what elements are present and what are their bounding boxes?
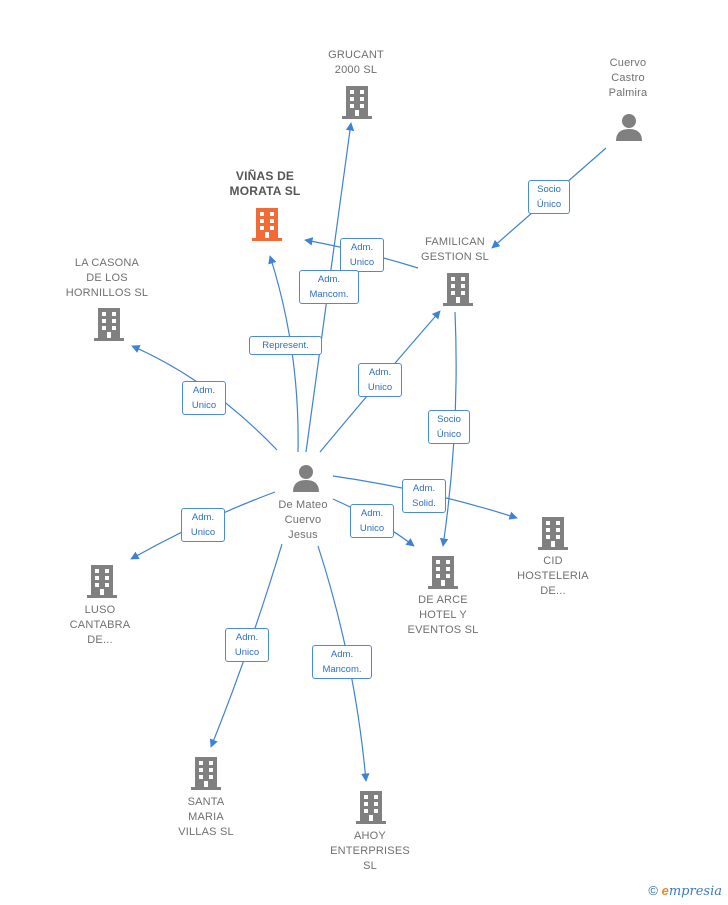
ahoy-label[interactable]: AHOY ENTERPRISES SL xyxy=(330,830,410,872)
empresia-brand[interactable]: © empresia xyxy=(648,883,722,899)
luso-label[interactable]: LUSO CANTABRA DE... xyxy=(69,604,131,646)
edge-label-adm-unico-casona: Adm. Unico xyxy=(182,381,226,415)
cid-building-icon[interactable] xyxy=(537,516,569,555)
de-arce-building-icon[interactable] xyxy=(427,555,459,594)
empresia-logo-e: e xyxy=(661,883,669,898)
copyright-symbol: © xyxy=(648,883,658,898)
empresia-logo-text: mpresia xyxy=(668,884,722,899)
edge-label-represent: Represent. xyxy=(249,336,322,355)
casona-label[interactable]: LA CASONA DE LOS HORNILLOS SL xyxy=(65,257,149,299)
grucant-label[interactable]: GRUCANT 2000 SL xyxy=(328,49,384,76)
cuervo-castro-person-icon[interactable] xyxy=(614,112,644,147)
edge-label-adm-unico-familican-vinas: Adm. Unico xyxy=(340,238,384,272)
de-mateo-person-icon[interactable] xyxy=(291,463,321,498)
de-mateo-label[interactable]: De Mateo Cuervo Jesus xyxy=(278,499,328,541)
edge-label-socio-unico-cuervo: Socio Único xyxy=(528,180,570,214)
edge-label-adm-mancom-ahoy: Adm. Mancom. xyxy=(312,645,372,679)
cid-label[interactable]: CID HOSTELERIA DE... xyxy=(517,555,589,597)
de-arce-label[interactable]: DE ARCE HOTEL Y EVENTOS SL xyxy=(407,594,479,636)
edge-label-adm-unico-santa: Adm. Unico xyxy=(225,628,269,662)
edge-label-adm-unico-dearce: Adm. Unico xyxy=(350,504,394,538)
edge-label-adm-unico-familican: Adm. Unico xyxy=(358,363,402,397)
edge-label-adm-mancom-grucant: Adm. Mancom. xyxy=(299,270,359,304)
grucant-building-icon[interactable] xyxy=(341,85,373,124)
vinas-building-icon[interactable] xyxy=(251,207,283,246)
vinas-label[interactable]: VIÑAS DE MORATA SL xyxy=(229,169,301,198)
edge-label-adm-solid: Adm. Solid. xyxy=(402,479,446,513)
cuervo-castro-label[interactable]: Cuervo Castro Palmira xyxy=(608,57,648,99)
familican-building-icon[interactable] xyxy=(442,272,474,311)
santa-maria-building-icon[interactable] xyxy=(190,756,222,795)
edge-label-socio-unico-dearce: Socio Único xyxy=(428,410,470,444)
familican-label[interactable]: FAMILICAN GESTION SL xyxy=(420,236,490,263)
ahoy-building-icon[interactable] xyxy=(355,790,387,829)
santa-maria-label[interactable]: SANTA MARIA VILLAS SL xyxy=(178,796,234,838)
casona-building-icon[interactable] xyxy=(93,307,125,346)
luso-building-icon[interactable] xyxy=(86,564,118,603)
edge-label-adm-unico-luso: Adm. Unico xyxy=(181,508,225,542)
